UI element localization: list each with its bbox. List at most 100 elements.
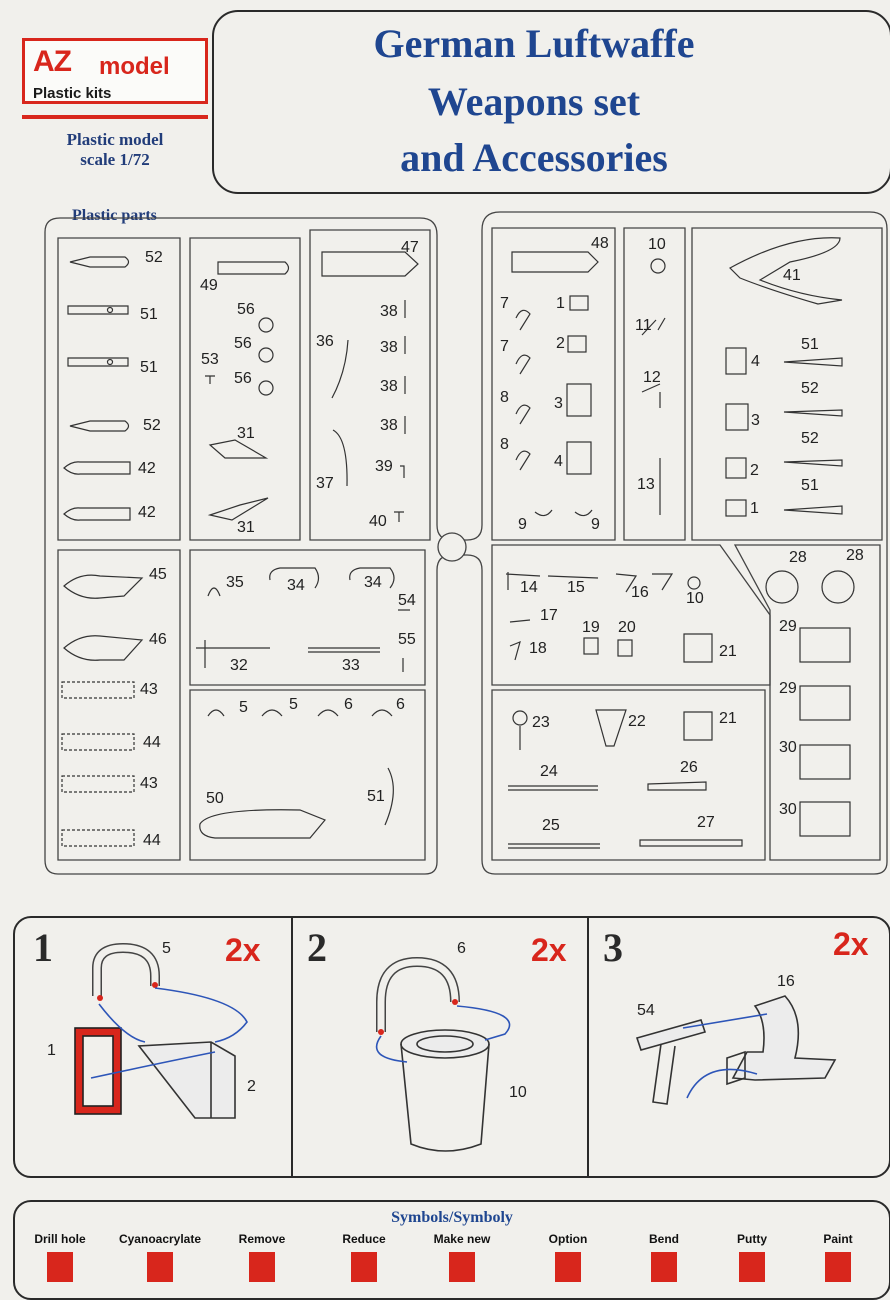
symbol-label: Reduce [342,1232,386,1246]
symbol-label: Putty [737,1232,767,1246]
symbol-label: Drill hole [34,1232,86,1246]
symbol-label: Paint [823,1232,853,1246]
part-number-label: 47 [401,239,419,256]
bomb-51-a [67,305,129,315]
question-icon [555,1252,581,1282]
part-number-label: 7 [500,338,509,355]
symbol-remove: Remove [219,1232,305,1287]
step-3-label-part-16: 16 [777,973,795,990]
part-number-label: 3 [751,412,760,429]
scale-note: Plastic model scale 1/72 [20,130,210,170]
step-divider-1 [291,918,293,1176]
part-number-label: 10 [648,236,666,253]
logo-model: model [99,53,170,80]
rocket-42-b [63,507,131,521]
part-number-label: 19 [582,619,600,636]
symbol-putty: Putty [709,1232,795,1287]
part-number-label: 52 [143,417,161,434]
part-number-label: 9 [591,516,600,533]
part-number-label: 37 [316,475,334,492]
part-number-label: 9 [518,516,527,533]
part-number-label: 15 [567,579,585,596]
part-number-label: 1 [556,295,565,312]
part-number-label: 41 [783,267,801,284]
make-new-icon [449,1252,475,1282]
part-number-label: 51 [367,788,385,805]
part-number-label: 51 [801,336,819,353]
part-number-label: 20 [618,619,636,636]
part-number-label: 11 [635,317,652,334]
part-number-label: 49 [200,277,218,294]
part-number-label: 4 [751,353,760,370]
file-icon [351,1252,377,1282]
part-number-label: 33 [342,657,360,674]
part-number-label: 52 [145,249,163,266]
az-model-logo: AZ model Plastic kits [22,38,208,104]
step-1-drawing [74,942,236,1119]
symbol-make-new: Make new [419,1232,505,1287]
part-number-label: 39 [375,458,393,475]
title-line-1: German Luftwaffe [373,21,695,66]
part-number-label: 17 [540,607,558,624]
part-number-label: 42 [138,460,156,477]
knife-icon [249,1252,275,1282]
part-number-label: 28 [789,549,807,566]
part-number-label: 31 [237,519,255,536]
logo-underline [22,115,208,119]
part-number-label: 4 [554,453,563,470]
part-number-label: 28 [846,547,864,564]
symbol-drill-hole: Drill hole [17,1232,103,1287]
assembly-steps: 1 2x 2 2x 3 2x 5 1 2 6 10 16 54 [13,916,890,1178]
brush-icon [825,1252,851,1282]
part-number-label: 46 [149,631,167,648]
drill-icon [47,1252,73,1282]
symbols-panel: Symbols/Symboly Drill hole Cyanoacrylate… [13,1200,890,1300]
part-number-label: 44 [143,734,161,751]
part-number-label: 7 [500,295,509,312]
assembly-illustrations [74,942,837,1152]
logo-brand: AZ [33,45,72,78]
part-number-label: 21 [719,643,737,660]
symbol-label: Remove [238,1232,286,1246]
part-number-label: 38 [380,378,398,395]
part-number-label: 22 [628,713,646,730]
part-number-label: 42 [138,504,156,521]
step-3-label-part-54: 54 [637,1002,655,1019]
part-number-label: 56 [237,301,255,318]
part-number-label: 38 [380,339,398,356]
part-number-label: 32 [230,657,248,674]
part-number-label: 36 [316,333,334,350]
part-number-label: 5 [289,696,298,713]
title-line-3: and Accessories [400,135,668,180]
part-number-label: 23 [532,714,550,731]
sprue-frames [44,211,888,875]
part-number-label: 3 [554,395,563,412]
part-number-label: 56 [234,335,252,352]
part-number-label: 44 [143,832,161,849]
part-number-label: 24 [540,763,558,780]
part-number-label: 45 [149,566,167,583]
step-1-label-part-1: 1 [47,1042,56,1059]
part-number-label: 2 [556,335,565,352]
part-number-label: 30 [779,801,797,818]
symbol-label: Make new [433,1232,491,1246]
symbol-option: Option [525,1232,611,1287]
part-number-label: 8 [500,389,509,406]
part-number-label: 18 [529,640,547,657]
step-1-multiplier: 2x [225,932,261,968]
step-3-number: 3 [603,925,623,970]
symbols-title: Symbols/Symboly [391,1209,513,1226]
part-number-label: 51 [801,477,819,494]
drop-icon [739,1252,765,1282]
part-number-label: 1 [750,500,759,517]
part-number-label: 52 [801,430,819,447]
symbol-reduce: Reduce [321,1232,407,1287]
part-number-label: 29 [779,618,797,635]
scale-line-2: scale 1/72 [80,150,150,169]
part-number-label: 27 [697,814,715,831]
title-box: German Luftwaffe Weapons set and Accesso… [212,10,890,194]
part-number-label: 48 [591,235,609,252]
part-number-label: 12 [643,369,661,386]
part-number-label: 26 [680,759,698,776]
step-2-label-part-10: 10 [509,1084,527,1101]
